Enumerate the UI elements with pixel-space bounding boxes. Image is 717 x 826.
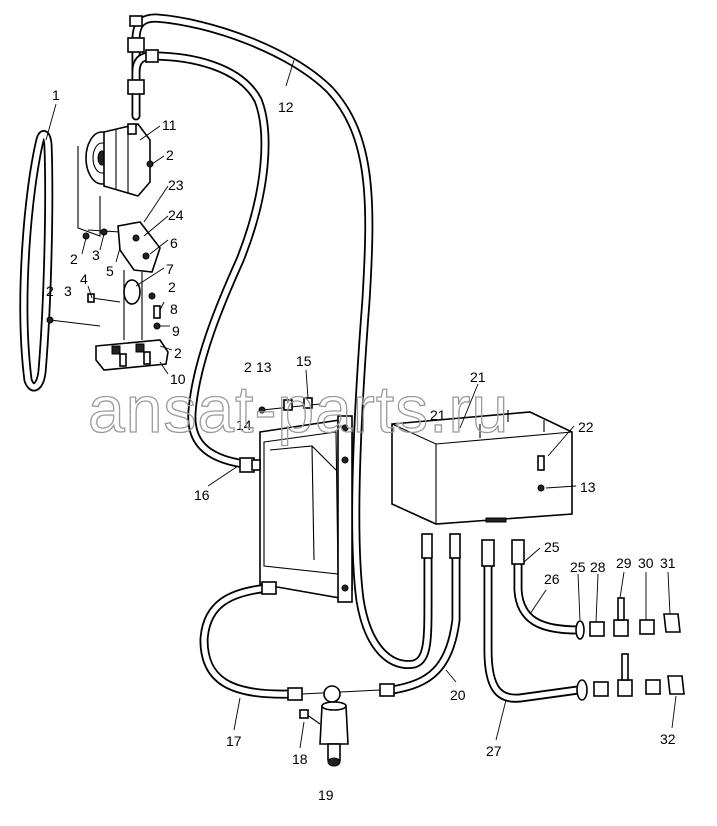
label-28: 28 [590, 559, 606, 575]
label-2e: 2 [174, 345, 182, 361]
label-24: 24 [168, 207, 184, 223]
hoses-17-20 [199, 533, 461, 701]
label-32: 32 [660, 731, 676, 747]
label-14: 14 [236, 417, 252, 433]
label-18: 18 [292, 751, 308, 767]
label-21b: 21 [430, 407, 446, 423]
hoses-26-27 [481, 539, 685, 703]
label-16: 16 [194, 487, 210, 503]
callout-labels: 1 2 2 2 2 2 2 3 3 4 5 6 7 8 9 10 11 12 1… [46, 87, 676, 803]
label-1: 1 [52, 87, 60, 103]
label-23: 23 [168, 177, 184, 193]
label-2d: 2 [46, 283, 54, 299]
label-2f: 2 [244, 359, 252, 375]
label-6: 6 [170, 235, 178, 251]
label-31: 31 [660, 555, 676, 571]
label-20: 20 [450, 687, 466, 703]
drive-belt [19, 130, 54, 392]
label-3a: 3 [92, 247, 100, 263]
label-4: 4 [80, 271, 88, 287]
label-13a: 13 [256, 359, 272, 375]
label-27: 27 [486, 743, 502, 759]
label-10: 10 [170, 371, 186, 387]
label-13b: 13 [580, 479, 596, 495]
label-2b: 2 [70, 251, 78, 267]
label-2a: 2 [166, 147, 174, 163]
label-7: 7 [166, 261, 174, 277]
label-3b: 3 [64, 283, 72, 299]
label-12: 12 [278, 99, 294, 115]
condenser-unit [239, 397, 353, 603]
label-17: 17 [226, 733, 242, 749]
label-2c: 2 [168, 279, 176, 295]
receiver-drier [299, 685, 381, 767]
label-15: 15 [296, 353, 312, 369]
label-19: 19 [318, 787, 334, 803]
label-11: 11 [162, 117, 177, 133]
label-29: 29 [616, 555, 632, 571]
label-26: 26 [544, 571, 560, 587]
label-5: 5 [106, 263, 114, 279]
hose-12 [127, 13, 433, 670]
leader-lines [45, 59, 677, 749]
label-8: 8 [170, 301, 178, 317]
label-22: 22 [578, 419, 594, 435]
watermark-text: ansat-parts.ru [88, 372, 509, 446]
label-21a: 21 [470, 369, 486, 385]
compressor-assembly [46, 123, 169, 371]
evaporator-unit [391, 410, 573, 525]
label-9: 9 [172, 323, 180, 339]
label-25b: 25 [570, 559, 586, 575]
label-30: 30 [638, 555, 654, 571]
label-25a: 25 [544, 539, 560, 555]
